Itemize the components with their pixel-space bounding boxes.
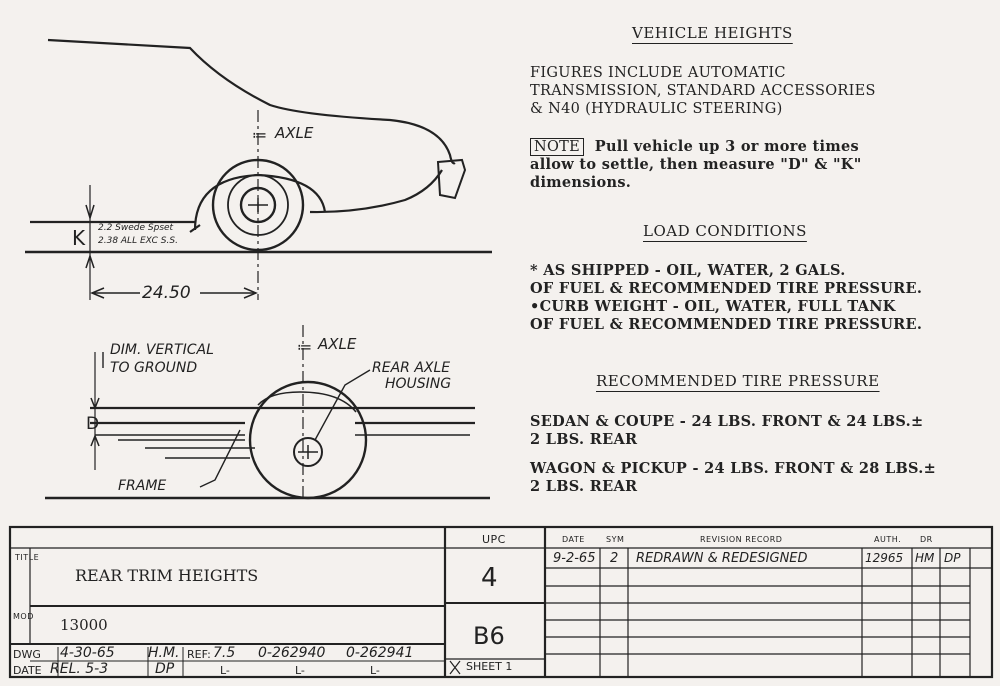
rev-dr-header: DR [920,535,933,544]
ref-label: REF: [187,648,211,661]
tire-pressure-title: RECOMMENDED TIRE PRESSURE [596,372,880,390]
release-l2: L- [295,664,305,677]
rev-auth-header: AUTH. [874,535,902,544]
d-dimension-label: D [86,414,100,434]
vehicle-heights-title: VEHICLE HEIGHTS [632,24,793,42]
model-vertical-label: MOD [13,612,34,621]
frame-label: FRAME [118,478,167,494]
release-l1: L- [220,664,230,677]
load-conditions-title: LOAD CONDITIONS [643,222,807,240]
frame-lower [118,439,255,459]
title-vertical-label: TITLE [15,553,40,562]
date-label: DATE [13,664,42,677]
rev-sym: 2 [610,551,619,566]
svg-text:≔: ≔ [297,338,312,356]
wheelbase-dimension: 24.50 [142,283,191,303]
housing-label-line2: HOUSING [385,376,452,392]
ref-number-2: 0-262941 [346,645,414,661]
vertical-label-line2: TO GROUND [110,360,198,376]
vehicle-lower-body [309,169,443,214]
frame-rail-top [90,406,475,425]
top-axle-label: AXLE [275,124,314,142]
vehicle-body-outline [47,38,456,165]
upc-number: 4 [481,563,498,593]
release-date: REL. 5-3 [50,661,109,677]
k-value-line1: 2.2 Swede Spset [98,223,174,233]
ref-number-1: 0-262940 [258,645,326,661]
rev-by: HM [915,551,935,565]
drawing-title: REAR TRIM HEIGHTS [75,566,259,585]
page-code: B6 [473,622,505,650]
dwg-by: H.M. [148,645,180,661]
vehicle-heights-text: FIGURES INCLUDE AUTOMATIC TRANSMISSION, … [530,65,876,117]
k-dimension-label: K [72,226,86,250]
date-by: DP [155,661,175,677]
bottom-axle-label: AXLE [318,335,357,353]
svg-text:≔: ≔ [252,126,267,144]
rev-date: 9-2-65 [553,551,596,566]
wagon-pickup-pressure: WAGON & PICKUP - 24 LBS. FRONT & 28 LBS.… [530,460,937,495]
rev-record: REDRAWN & REDESIGNED [636,551,808,566]
model-number: 13000 [60,616,108,634]
dwg-label: DWG [13,648,41,661]
rev-date-header: DATE [562,535,585,544]
sedan-coupe-pressure: SEDAN & COUPE - 24 LBS. FRONT & 24 LBS.±… [530,413,924,448]
upc-label: UPC [482,533,506,546]
ref-value: 7.5 [213,645,236,661]
note-block: NOTE Pull vehicle up 3 or more times all… [530,138,862,191]
vertical-label-line1: DIM. VERTICAL [110,342,214,358]
release-l3: L- [370,664,380,677]
rev-sym-header: SYM [606,535,625,544]
housing-label-line1: REAR AXLE [372,360,451,376]
rev-auth: 12965 [865,551,904,565]
tail-light [436,158,467,200]
dwg-date: 4-30-65 [60,645,115,661]
k-value-line2: 2.38 ALL EXC S.S. [98,236,178,246]
load-conditions-text: * AS SHIPPED - OIL, WATER, 2 GALS. OF FU… [530,262,923,333]
sheet-number: SHEET 1 [466,660,513,673]
note-label: NOTE [530,138,585,156]
rev-dr: DP [944,551,961,565]
rev-record-header: REVISION RECORD [700,535,783,544]
